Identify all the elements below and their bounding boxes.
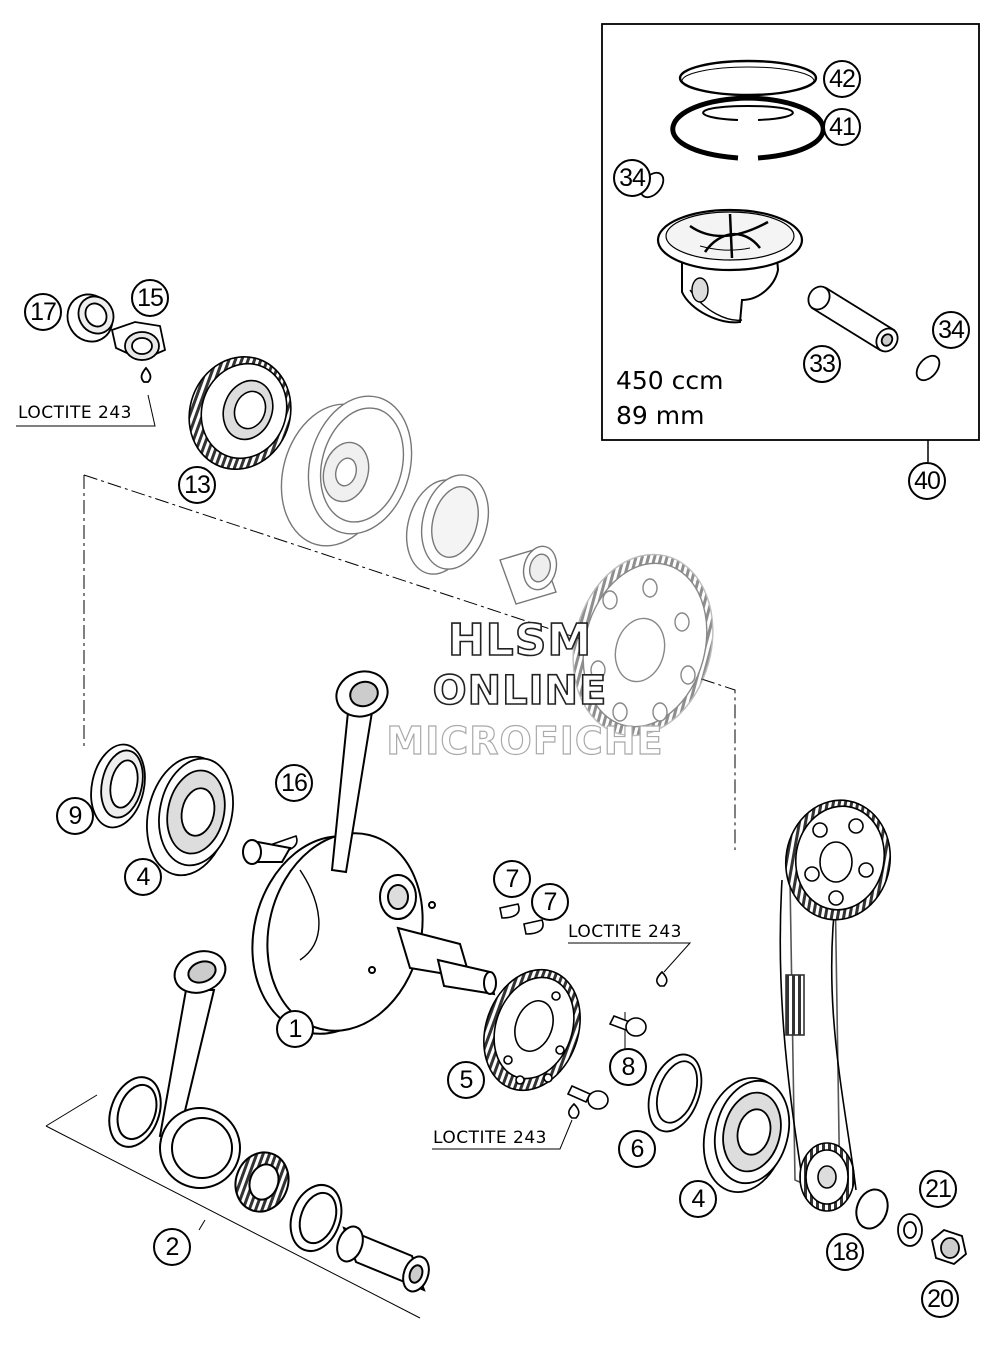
nut-20 — [931, 1228, 967, 1266]
gear-13 — [188, 355, 292, 471]
piston-ring-41 — [670, 95, 826, 161]
needle-bearing-rotor — [499, 545, 558, 605]
washer-6 — [647, 1053, 703, 1133]
assembly-lines — [83, 474, 736, 850]
piston-ring-42 — [678, 59, 818, 97]
watermark-line-1: HLSM — [447, 614, 593, 667]
callout-33[interactable]: 33 — [803, 345, 841, 383]
gear-5 — [483, 968, 581, 1092]
wrist-pin — [807, 285, 899, 353]
callout-42[interactable]: 42 — [823, 60, 861, 98]
connecting-rod-assembled — [330, 670, 389, 874]
callout-4-right[interactable]: 4 — [679, 1180, 717, 1218]
loctite-label-top-left: LOCTITE 243 — [18, 403, 132, 423]
circlip-18 — [855, 1188, 889, 1230]
callout-4-left[interactable]: 4 — [124, 858, 162, 896]
callout-7-second[interactable]: 7 — [531, 883, 569, 921]
timing-chain-sprockets — [779, 799, 892, 1212]
connecting-rod-kit — [108, 950, 430, 1293]
callout-18[interactable]: 18 — [826, 1233, 864, 1271]
watermark-line-3: MICROFICHE — [386, 718, 664, 763]
main-bearing-left — [146, 755, 234, 877]
leader-lines — [16, 394, 692, 1319]
callout-40[interactable]: 40 — [908, 462, 946, 500]
shaft-seal-9 — [90, 743, 146, 829]
callout-6[interactable]: 6 — [618, 1130, 656, 1168]
piston-kit-box — [601, 23, 980, 462]
callout-20[interactable]: 20 — [921, 1280, 959, 1318]
nut-15 — [110, 321, 167, 383]
starter-gear — [572, 553, 714, 737]
main-bearing-right — [702, 1076, 791, 1194]
callout-34-left[interactable]: 34 — [613, 159, 651, 197]
callout-2[interactable]: 2 — [153, 1228, 191, 1266]
callout-9[interactable]: 9 — [56, 797, 94, 835]
screws-8 — [566, 970, 668, 1119]
callout-41[interactable]: 41 — [823, 108, 861, 146]
watermark-line-2: ONLINE — [432, 667, 608, 715]
callout-5[interactable]: 5 — [447, 1061, 485, 1099]
keys-7 — [499, 903, 544, 935]
callout-17[interactable]: 17 — [24, 293, 62, 331]
callout-13[interactable]: 13 — [178, 466, 216, 504]
callout-7-first[interactable]: 7 — [493, 860, 531, 898]
loctite-label-right: LOCTITE 243 — [568, 922, 682, 942]
callout-8[interactable]: 8 — [609, 1048, 647, 1086]
washer-21 — [897, 1213, 923, 1247]
callout-15[interactable]: 15 — [131, 279, 169, 317]
piston — [656, 208, 804, 324]
callout-34-right[interactable]: 34 — [932, 311, 970, 349]
callout-1[interactable]: 1 — [276, 1010, 314, 1048]
callout-16[interactable]: 16 — [275, 764, 313, 802]
loctite-label-bottom: LOCTITE 243 — [433, 1128, 547, 1148]
circlip-34-right — [915, 354, 941, 382]
bearing-17 — [66, 293, 115, 343]
callout-21[interactable]: 21 — [919, 1170, 957, 1208]
crankshaft — [242, 832, 497, 1035]
displacement-text: 450 ccm — [616, 366, 724, 395]
rotor — [280, 395, 413, 547]
freewheel — [405, 474, 490, 575]
bore-text: 89 mm — [616, 401, 705, 430]
